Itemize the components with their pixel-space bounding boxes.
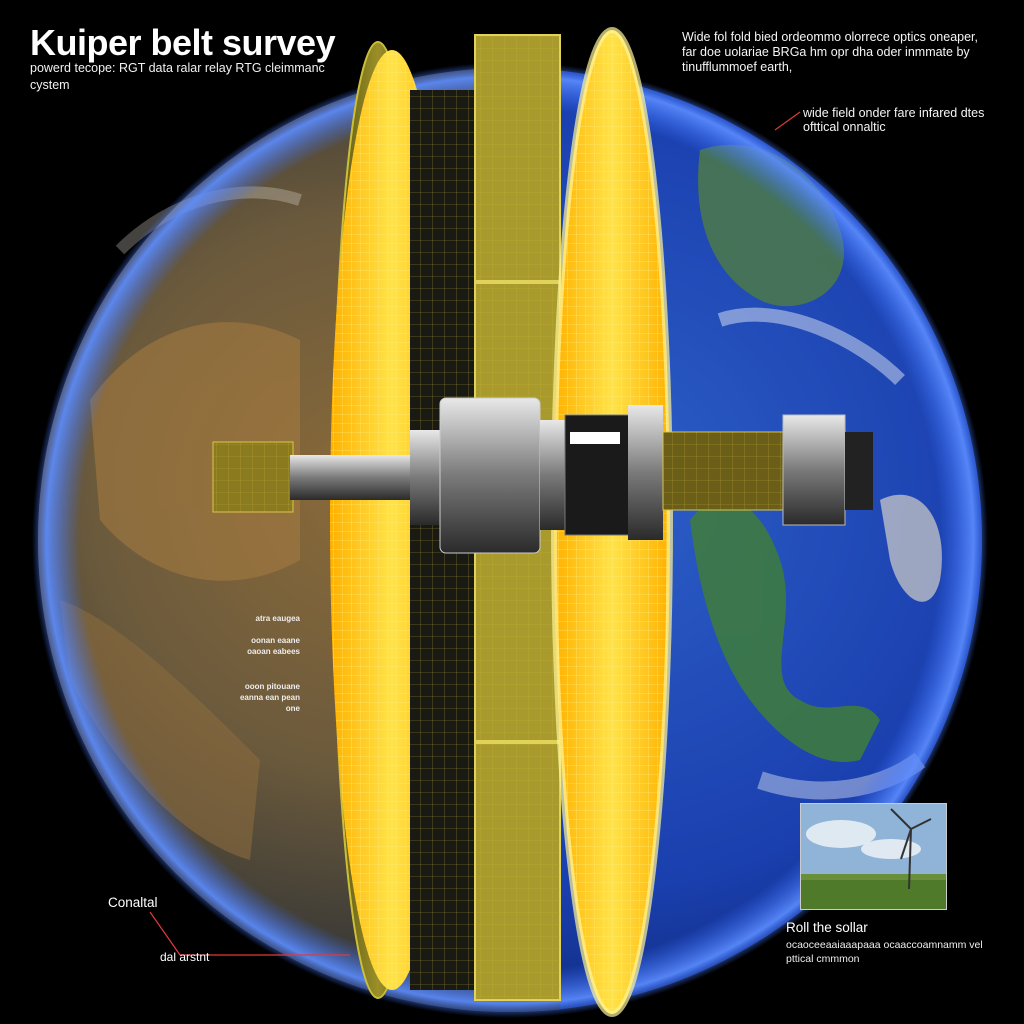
subtitle: powerd tecope: RGT data ralar relay RTG … (30, 61, 325, 92)
inset-description: ocaoceeaaiaaapaaa ocaaccoamnamm vel ptti… (786, 939, 983, 965)
spacecraft-bus (212, 397, 873, 554)
bottom-callout-label: dal arstnt (160, 950, 210, 964)
right-callout-label: wide field onder fare infared dtes oftti… (803, 106, 985, 134)
wind-turbine-icon (800, 803, 947, 910)
page-title: Kuiper belt survey (30, 22, 336, 63)
mid-label-2: oonan eaane oaoan eabees (247, 636, 300, 656)
left-callout-label: Conaltal (108, 895, 158, 910)
mid-label-3: ooon pitouane eanna ean pean one (239, 682, 300, 713)
inset-title: Roll the sollar (786, 920, 868, 935)
mid-label-1: atra eaugea (255, 614, 300, 623)
callout-lines (149, 111, 801, 956)
top-right-caption: Wide fol fold bied ordeommo olorrece opt… (682, 30, 978, 74)
